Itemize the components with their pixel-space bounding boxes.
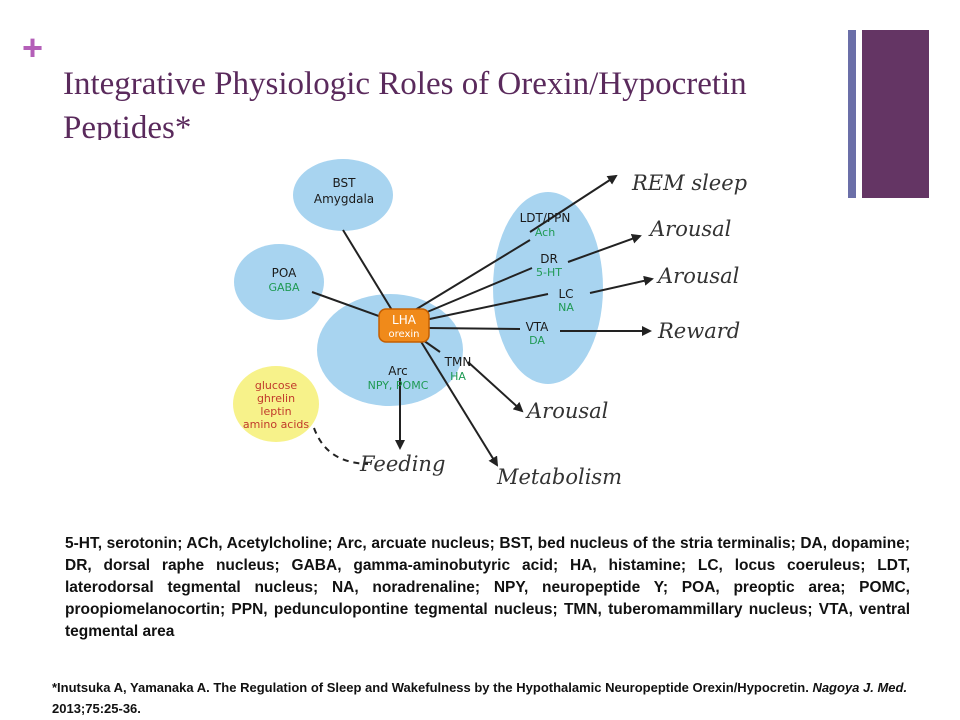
outcome-arousal-dr: Arousal [648,217,731,241]
arrow-rem-sleep [529,174,618,233]
link-bst [342,229,399,321]
arc-label: Arc [388,364,407,378]
outcome-arousal-lc: Arousal [656,264,739,288]
decorative-bar-thin [848,30,856,198]
outcome-feeding: Feeding [359,452,445,476]
outcome-arousal-tmn: Arousal [525,399,608,423]
abbreviations-text: 5-HT, serotonin; ACh, Acetylcholine; Arc… [65,535,910,640]
decorative-bar-thick [862,30,929,198]
peripheral-signals-region [233,366,319,442]
arrow-arousal-dr [567,234,642,263]
lha-label: LHA [392,313,417,327]
plus-symbol: + [22,27,44,68]
citation-authors-title: *Inutsuka A, Yamanaka A. The Regulation … [52,680,813,695]
na-label: NA [558,301,574,314]
npy-pomc-label: NPY, POMC [368,379,429,392]
ldt-ppn-label: LDT/PPN [520,211,571,225]
signal-ghrelin: ghrelin [257,392,295,405]
outcome-metabolism: Metabolism [496,465,622,489]
arrow-arousal-tmn [467,361,524,413]
outcome-reward: Reward [657,319,740,343]
lc-label: LC [558,287,573,301]
vta-label: VTA [526,320,550,334]
bst-region [293,159,393,231]
slide-title: Integrative Physiologic Roles of Orexin/… [63,66,747,140]
da-label: DA [529,334,545,347]
dr-label: DR [540,252,558,266]
bst-label: BST [333,176,357,190]
5ht-label: 5-HT [536,266,562,279]
poa-label: POA [272,266,297,280]
citation-volume: 2013;75:25-36. [52,701,141,716]
lha-node [378,308,430,343]
link-ldt [414,239,531,311]
link-dr [419,267,533,316]
outcome-rem-sleep: REM sleep [631,171,747,195]
brainstem-region [493,192,603,384]
signal-amino-acids: amino acids [243,418,310,431]
citation-journal: Nagoya J. Med. [812,680,908,695]
amygdala-label: Amygdala [314,192,374,206]
arrow-metabolism [419,339,499,467]
link-lc [424,293,549,321]
ha-label: HA [450,370,466,383]
citation: *Inutsuka A, Yamanaka A. The Regulation … [52,677,932,719]
tmn-label: TMN [444,355,472,369]
orexin-label: orexin [388,329,419,340]
link-vta [427,327,521,330]
arrow-arousal-lc [589,275,654,294]
signal-leptin: leptin [260,405,291,418]
ach-label: Ach [535,226,555,239]
signal-glucose: glucose [255,379,298,392]
gaba-label: GABA [268,281,300,294]
poa-region [234,244,324,320]
link-poa [311,291,391,321]
